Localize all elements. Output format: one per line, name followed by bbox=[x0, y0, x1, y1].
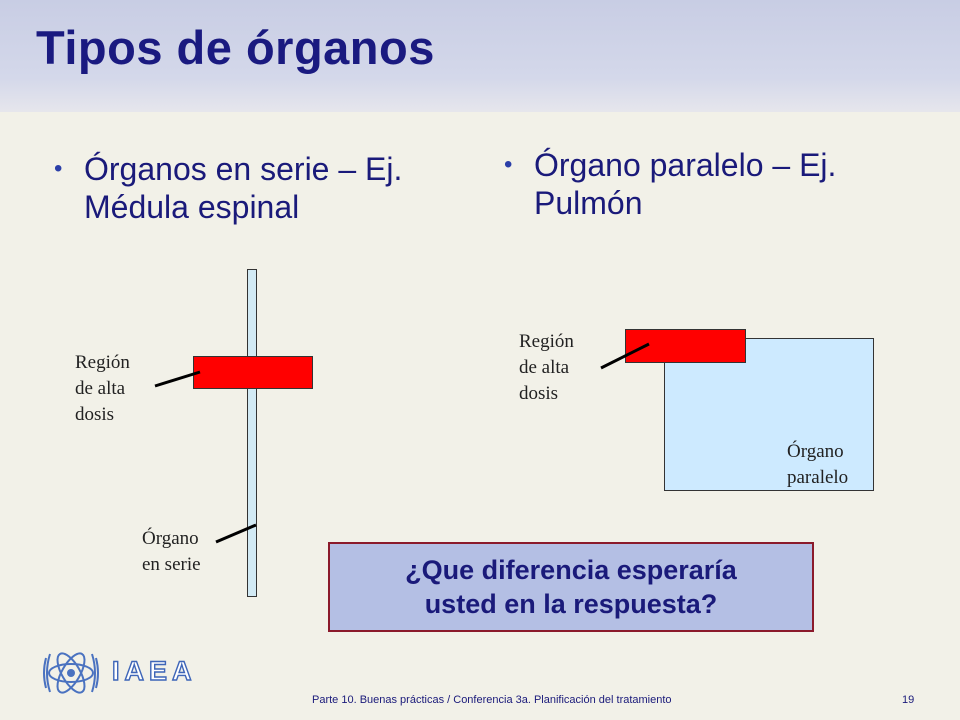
bullet-parallel-line-2: Pulmón bbox=[534, 185, 643, 221]
bullet-parallel-line-1: Órgano paralelo – Ej. bbox=[534, 147, 837, 183]
label-line: Órgano bbox=[142, 528, 199, 549]
bullet-serial-organs: • Órganos en serie – Ej. Médula espinal bbox=[54, 150, 403, 226]
iaea-logo-text: IAEA bbox=[111, 655, 197, 686]
label-line: dosis bbox=[75, 404, 115, 425]
label-line: Región bbox=[519, 331, 574, 352]
label-line: Órgano bbox=[787, 441, 844, 462]
title-bar bbox=[0, 0, 960, 112]
serial-organ-bar bbox=[247, 269, 257, 597]
serial-high-dose-label: Región de alta dosis bbox=[75, 350, 130, 428]
label-line: Región bbox=[75, 352, 130, 373]
footer-text: Parte 10. Buenas prácticas / Conferencia… bbox=[312, 694, 672, 706]
page-number: 19 bbox=[902, 694, 915, 706]
bullet-serial-line-1: Órganos en serie – Ej. bbox=[84, 151, 403, 187]
bullet-dot: • bbox=[54, 155, 63, 182]
bullet-parallel-organ: • Órgano paralelo – Ej. Pulmón bbox=[504, 146, 837, 222]
serial-organ-label: Órgano en serie bbox=[142, 526, 201, 578]
label-line: paralelo bbox=[787, 467, 849, 488]
label-line: en serie bbox=[142, 554, 201, 575]
parallel-high-dose-region bbox=[625, 329, 746, 363]
serial-high-dose-region bbox=[193, 356, 313, 389]
label-line: de alta bbox=[519, 357, 570, 378]
bullet-dot: • bbox=[504, 151, 513, 178]
parallel-high-dose-label: Región de alta dosis bbox=[519, 329, 574, 407]
parallel-organ-box bbox=[664, 338, 874, 491]
label-line: dosis bbox=[519, 383, 559, 404]
parallel-organ-label: Órgano paralelo bbox=[787, 439, 848, 491]
label-line: de alta bbox=[75, 378, 126, 399]
slide-title: Tipos de órganos bbox=[36, 21, 435, 74]
callout-line-1: ¿Que diferencia esperaría bbox=[405, 555, 737, 585]
bullet-serial-line-2: Médula espinal bbox=[84, 189, 300, 225]
callout-line-2: usted en la respuesta? bbox=[424, 589, 718, 619]
iaea-emblem-icon bbox=[43, 652, 99, 694]
question-callout: ¿Que diferencia esperaría usted en la re… bbox=[328, 542, 814, 632]
